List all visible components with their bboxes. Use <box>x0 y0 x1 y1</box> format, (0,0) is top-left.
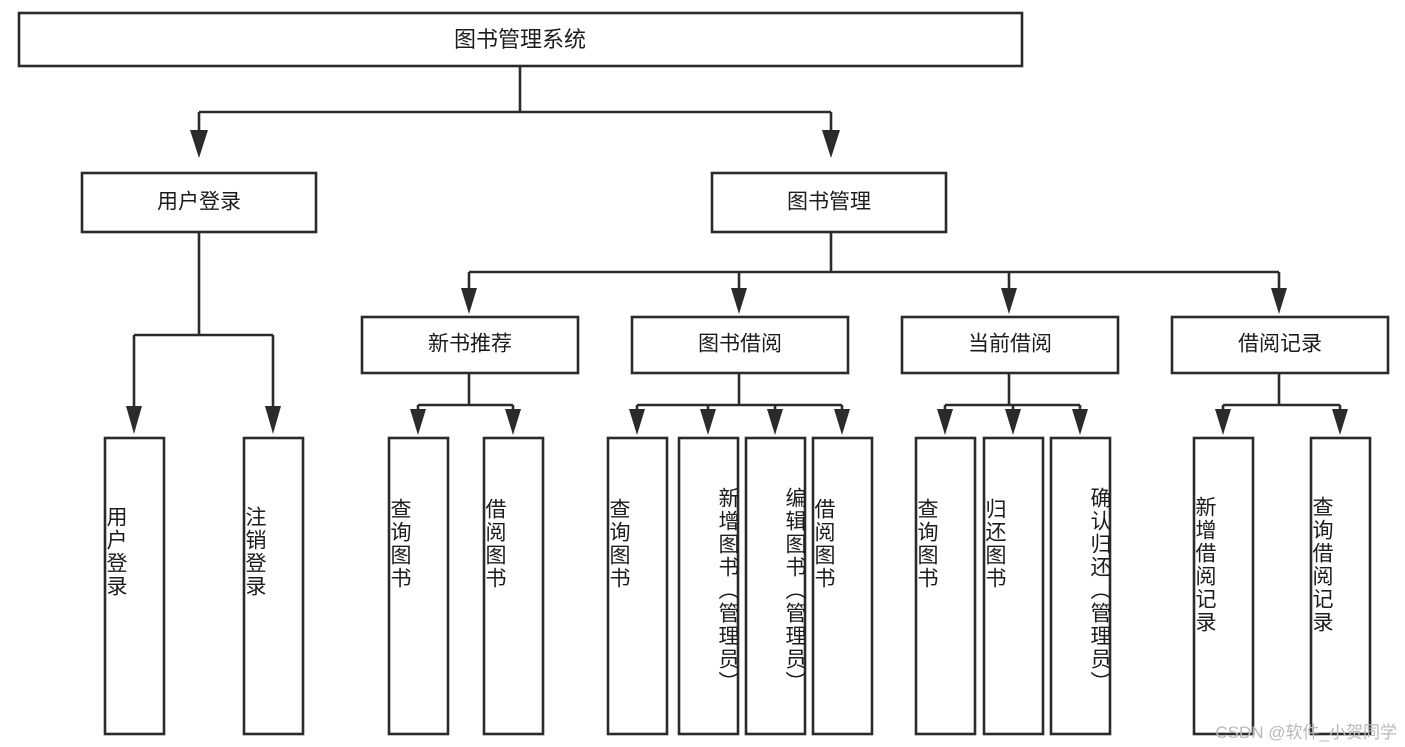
arrow-head-new-book-rec <box>461 288 477 314</box>
node-box-current-borrow[interactable] <box>900 315 1120 375</box>
connector-group-user-login <box>126 232 281 434</box>
node-label-book-borrow: 图书借阅 <box>698 333 782 356</box>
connector-group-book-borrow <box>629 374 850 435</box>
arrow-head-leaf-borrow-book-1 <box>505 409 521 435</box>
arrow-head-book-manage <box>822 130 840 158</box>
arrow-head-leaf-add-record <box>1215 409 1231 435</box>
connector-group-borrow-record <box>1215 374 1348 435</box>
node-box-leaf-confirm-return-admin[interactable] <box>1049 436 1112 736</box>
arrow-head-leaf-user-login <box>126 406 142 434</box>
node-box-book-borrow[interactable] <box>630 315 850 375</box>
arrow-head-leaf-add-book-admin <box>700 409 716 435</box>
arrow-head-user-login <box>190 130 208 158</box>
node-box-leaf-borrow-book-1[interactable] <box>482 436 545 736</box>
arrow-head-leaf-borrow-book-2 <box>834 409 850 435</box>
watermark-text: CSDN @软件_小贺同学 <box>1215 723 1397 742</box>
arrow-head-borrow-record <box>1271 288 1287 314</box>
node-box-book-manage[interactable] <box>710 171 948 234</box>
node-label-borrow-record: 借阅记录 <box>1238 333 1322 356</box>
node-label-root: 图书管理系统 <box>454 27 586 52</box>
arrow-head-leaf-query-book-3 <box>937 409 953 435</box>
node-box-user-login[interactable] <box>80 171 318 234</box>
connector-group-current-borrow <box>937 374 1088 435</box>
node-label-book-manage: 图书管理 <box>787 191 871 214</box>
node-box-root[interactable] <box>17 11 1024 68</box>
arrow-head-leaf-query-book-2 <box>629 409 645 435</box>
node-box-leaf-edit-book-admin[interactable] <box>744 436 807 736</box>
connector-group-root <box>190 66 840 158</box>
arrow-head-leaf-query-record <box>1332 409 1348 435</box>
node-box-leaf-add-book-admin[interactable] <box>677 436 740 736</box>
node-box-leaf-query-record[interactable] <box>1309 436 1372 736</box>
arrow-head-current-borrow <box>1001 288 1017 314</box>
node-box-leaf-query-book-3[interactable] <box>914 436 977 736</box>
node-box-leaf-logout[interactable] <box>242 436 305 736</box>
connector-group-new-book-rec <box>410 374 521 435</box>
node-label-user-login: 用户登录 <box>157 191 241 214</box>
connector-group-book-manage <box>461 232 1287 314</box>
node-box-leaf-add-record[interactable] <box>1192 436 1255 736</box>
arrow-head-leaf-logout <box>265 406 281 434</box>
node-box-leaf-return-book[interactable] <box>982 436 1045 736</box>
arrow-head-leaf-confirm-return-admin <box>1072 409 1088 435</box>
node-label-current-borrow: 当前借阅 <box>968 333 1052 356</box>
arrow-head-leaf-query-book-1 <box>410 409 426 435</box>
arrow-head-leaf-edit-book-admin <box>767 409 783 435</box>
node-box-leaf-borrow-book-2[interactable] <box>811 436 874 736</box>
node-box-new-book-rec[interactable] <box>360 315 580 375</box>
arrow-head-book-borrow <box>731 288 747 314</box>
node-box-leaf-query-book-1[interactable] <box>387 436 450 736</box>
arrow-head-leaf-return-book <box>1005 409 1021 435</box>
node-box-borrow-record[interactable] <box>1170 315 1390 375</box>
node-box-leaf-query-book-2[interactable] <box>606 436 669 736</box>
node-label-new-book-rec: 新书推荐 <box>428 333 512 356</box>
node-box-leaf-user-login[interactable] <box>103 436 166 736</box>
